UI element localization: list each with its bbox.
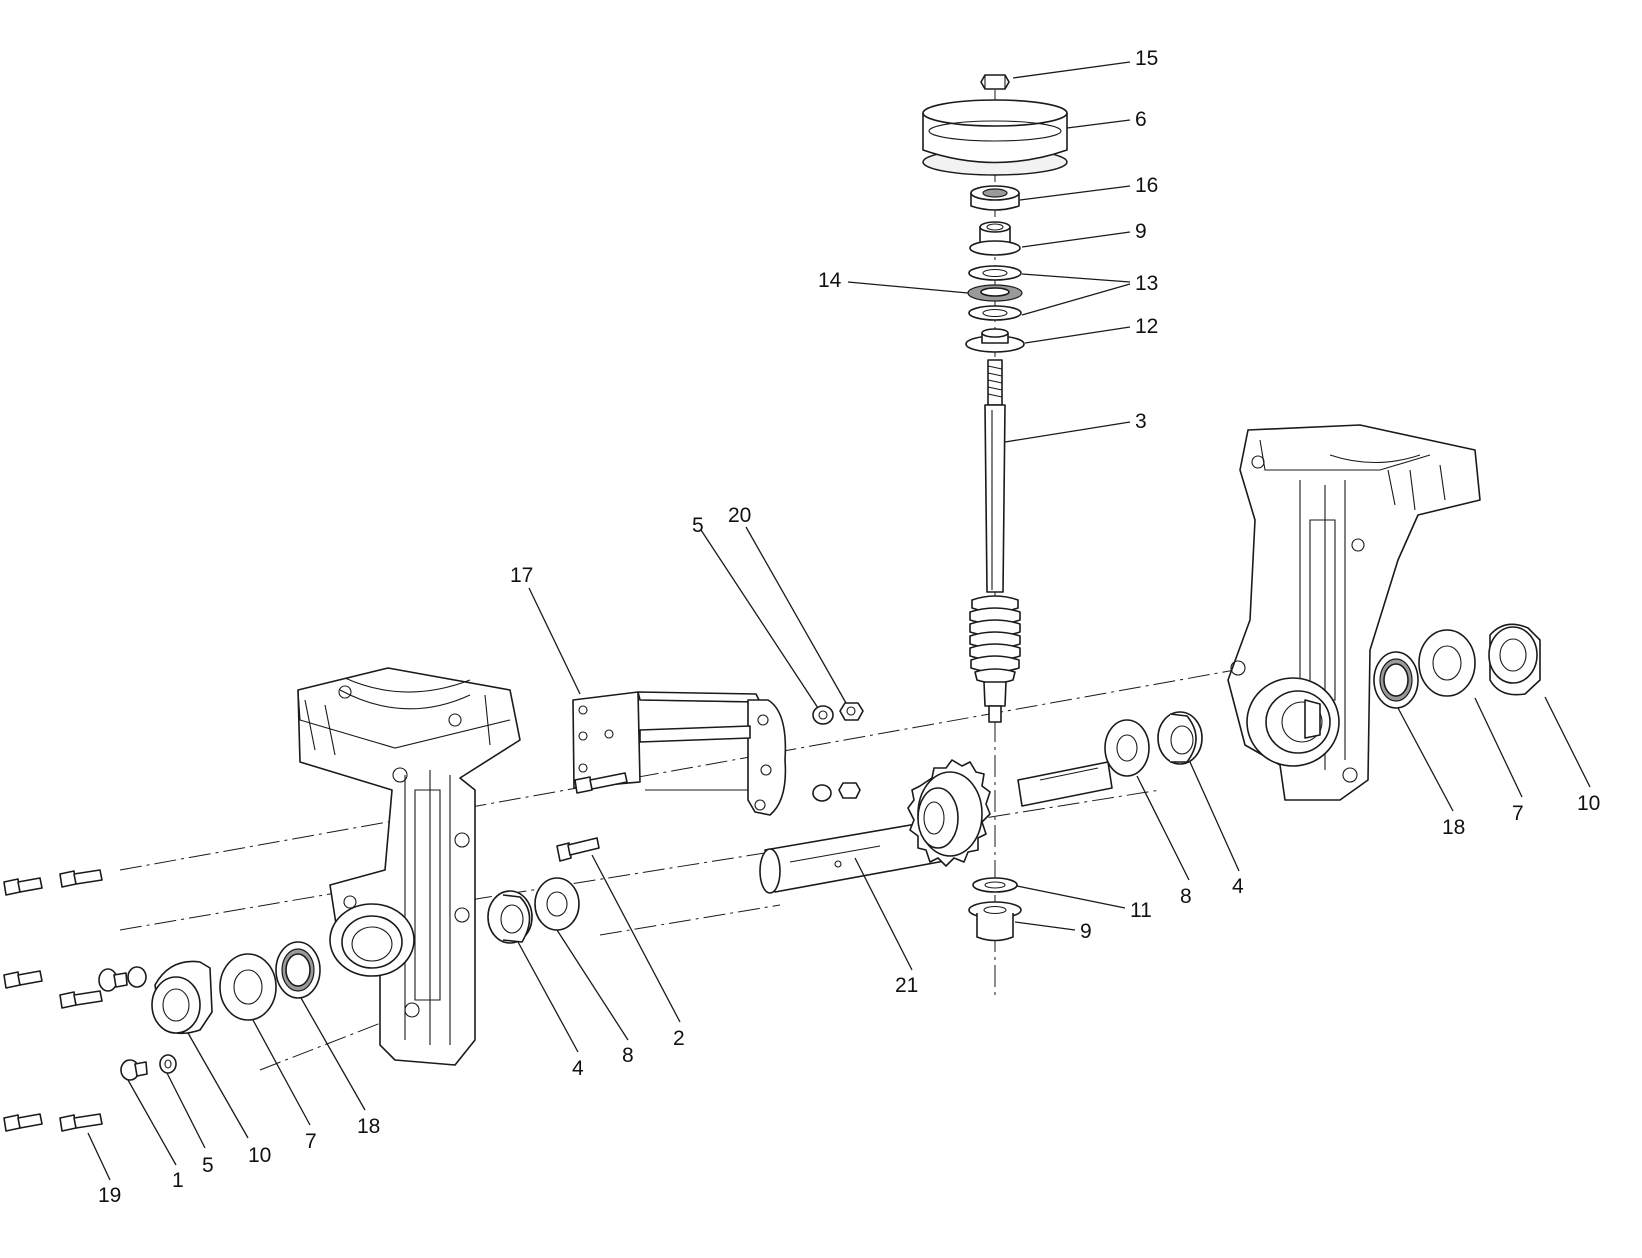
part-21-cross-shaft: [759, 761, 1113, 894]
part-5-washer-lower: [159, 1054, 177, 1074]
callout-15: 15: [1135, 47, 1158, 70]
part-5-washer-upper: [812, 705, 834, 725]
callout-5: 5: [692, 514, 704, 537]
part-7-washer-left: [219, 953, 277, 1021]
callout-10-left: 10: [248, 1144, 271, 1167]
part-10-nut-right: [1488, 623, 1541, 696]
part-9-bushing-upper: [969, 221, 1021, 256]
callout-4-left: 4: [572, 1057, 584, 1080]
callout-8-left: 8: [622, 1044, 634, 1067]
part-11-washer-lower: [972, 877, 1018, 893]
callout-11: 11: [1130, 899, 1152, 922]
part-4-bushing-right: [1157, 711, 1203, 765]
center-lines: [119, 90, 1236, 1071]
callout-7-left: 7: [305, 1130, 317, 1153]
part-8-washer-right: [1104, 719, 1150, 777]
bracket-bolt: [574, 772, 628, 794]
callout-9: 9: [1135, 220, 1147, 243]
callout-9-lower: 9: [1080, 920, 1092, 943]
part-19-bolt-b: [59, 869, 103, 888]
part-9-bushing-lower: [968, 901, 1022, 942]
callout-labels: 15 6 16 9 13 14 12 3 5 20 17 10 7 18 4 8…: [98, 47, 1600, 1207]
callout-1: 1: [172, 1169, 184, 1192]
leader-lines: [87, 61, 1591, 1181]
callout-20: 20: [728, 504, 751, 527]
part-2-bolt: [556, 837, 600, 862]
part-14-thrust-bearing: [967, 284, 1023, 302]
callout-19: 19: [98, 1184, 121, 1207]
part-7-washer-right: [1418, 629, 1476, 697]
part-20-nut: [839, 702, 864, 721]
part-17-bracket: [572, 691, 787, 816]
callout-17: 17: [510, 564, 533, 587]
callout-7: 7: [1512, 802, 1524, 825]
part-1-screw-lower: [120, 1059, 148, 1081]
callout-21: 21: [895, 974, 918, 997]
part-6-cover-ring: [922, 99, 1068, 176]
part-1-screw-upper: [98, 966, 147, 992]
part-18-seal-left: [275, 941, 321, 999]
part-4-bushing-left: [487, 890, 533, 944]
callout-14: 14: [818, 269, 842, 292]
part-19-bolt-e: [3, 1113, 43, 1132]
part-19-bolt-d: [59, 990, 103, 1009]
part-15-hex-nut: [980, 74, 1010, 90]
part-8-washer-left: [534, 877, 580, 931]
part-18-seal-right: [1373, 651, 1419, 709]
part-10-nut-left: [151, 960, 213, 1035]
bracket-washer-nut-small: [812, 782, 861, 802]
callout-5-left: 5: [202, 1154, 214, 1177]
callout-4: 4: [1232, 875, 1244, 898]
callout-18: 18: [1442, 816, 1465, 839]
callout-10: 10: [1577, 792, 1600, 815]
part-3-worm-shaft: [969, 359, 1021, 723]
callout-2: 2: [673, 1027, 685, 1050]
part-19-bolt-a: [3, 877, 43, 896]
right-gearbox-housing: [1227, 424, 1481, 801]
part-19-bolt-f: [59, 1113, 103, 1132]
callout-8: 8: [1180, 885, 1192, 908]
part-16-bearing: [970, 185, 1020, 211]
part-13-thrust-washer-lower: [968, 305, 1022, 321]
gear: [907, 759, 991, 867]
callout-6: 6: [1135, 108, 1147, 131]
callout-12: 12: [1135, 315, 1158, 338]
part-19-bolt-c: [3, 970, 43, 989]
part-13-thrust-washer-upper: [968, 265, 1022, 281]
callout-18-left: 18: [357, 1115, 380, 1138]
left-gearbox-housing: [297, 667, 521, 1066]
part-12-flanged-collar: [965, 328, 1025, 353]
callout-13: 13: [1135, 272, 1158, 295]
callout-16: 16: [1135, 174, 1158, 197]
callout-3: 3: [1135, 410, 1147, 433]
